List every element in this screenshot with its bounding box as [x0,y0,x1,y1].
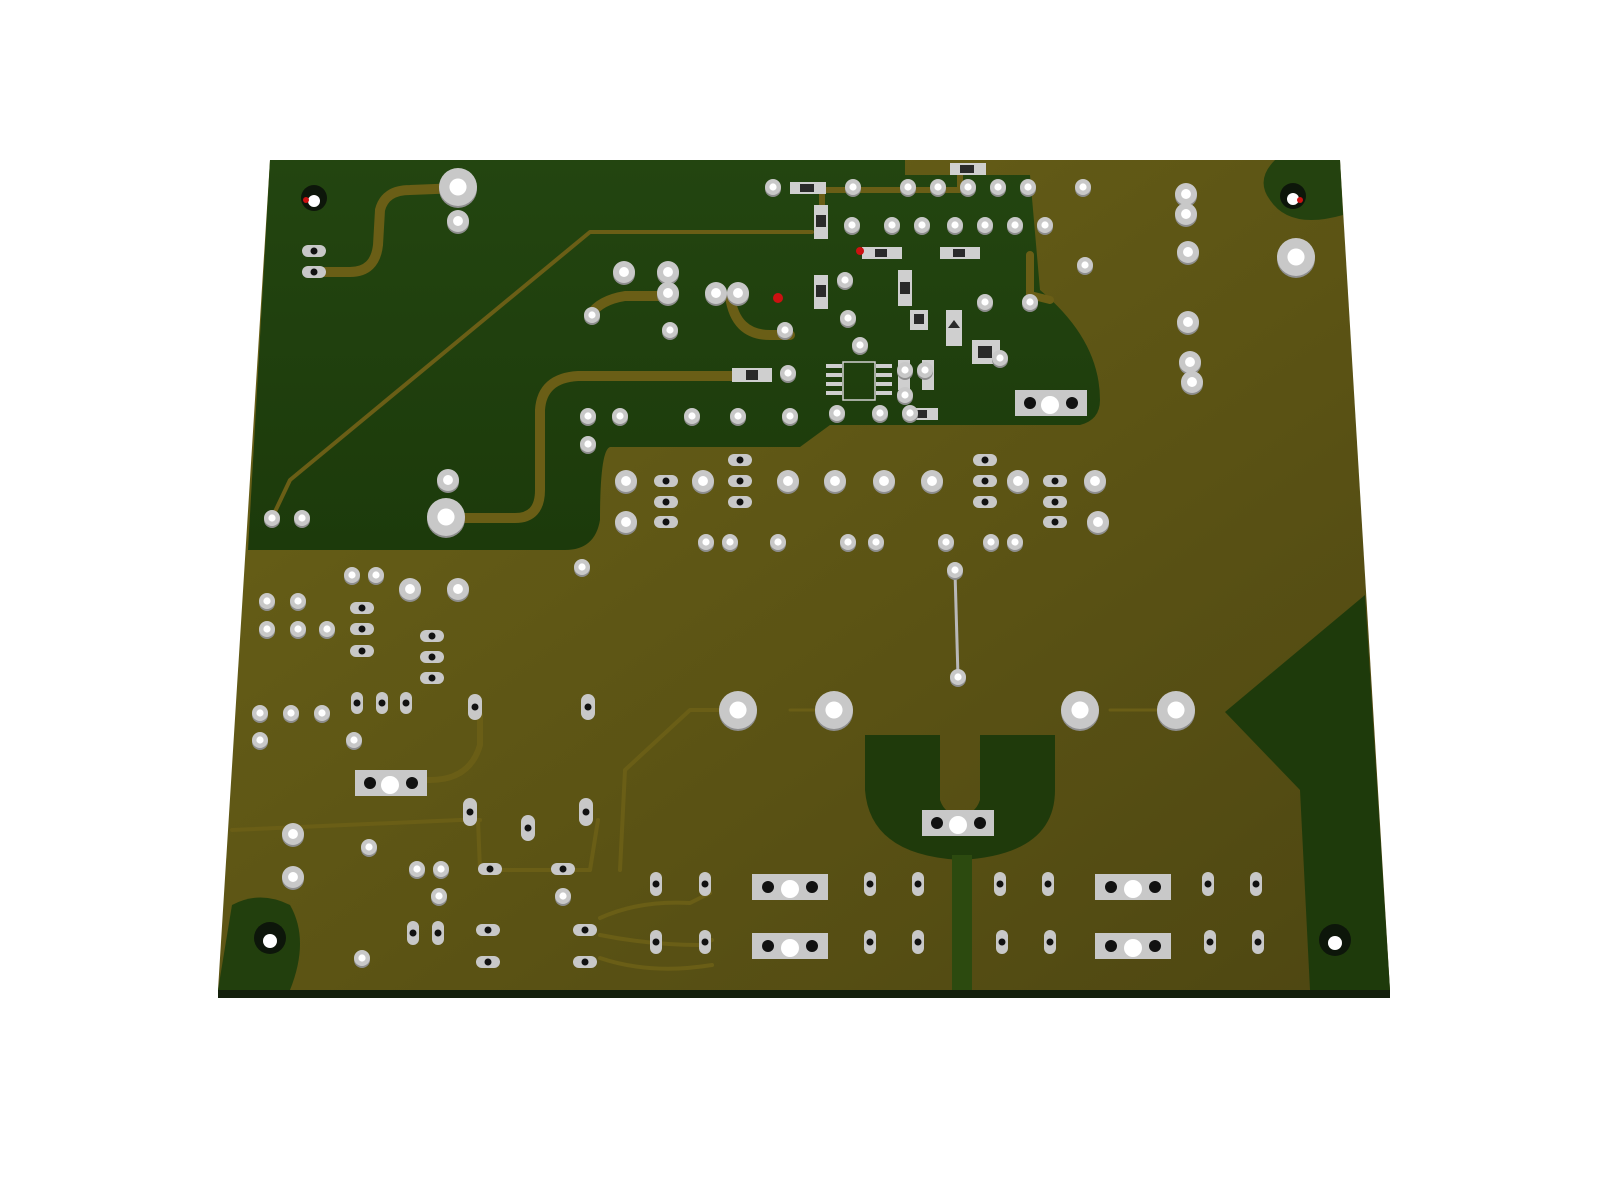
mounting-holes [254,183,1351,956]
ground-pour-right [1225,595,1390,990]
traces [230,172,1172,971]
pour-divider [952,855,972,990]
jumper-wire [953,571,960,678]
through-hole-pads [252,168,1315,968]
ground-pour-center-u [865,735,1055,860]
to220-pads [355,390,1171,959]
board-edge [218,990,1390,998]
